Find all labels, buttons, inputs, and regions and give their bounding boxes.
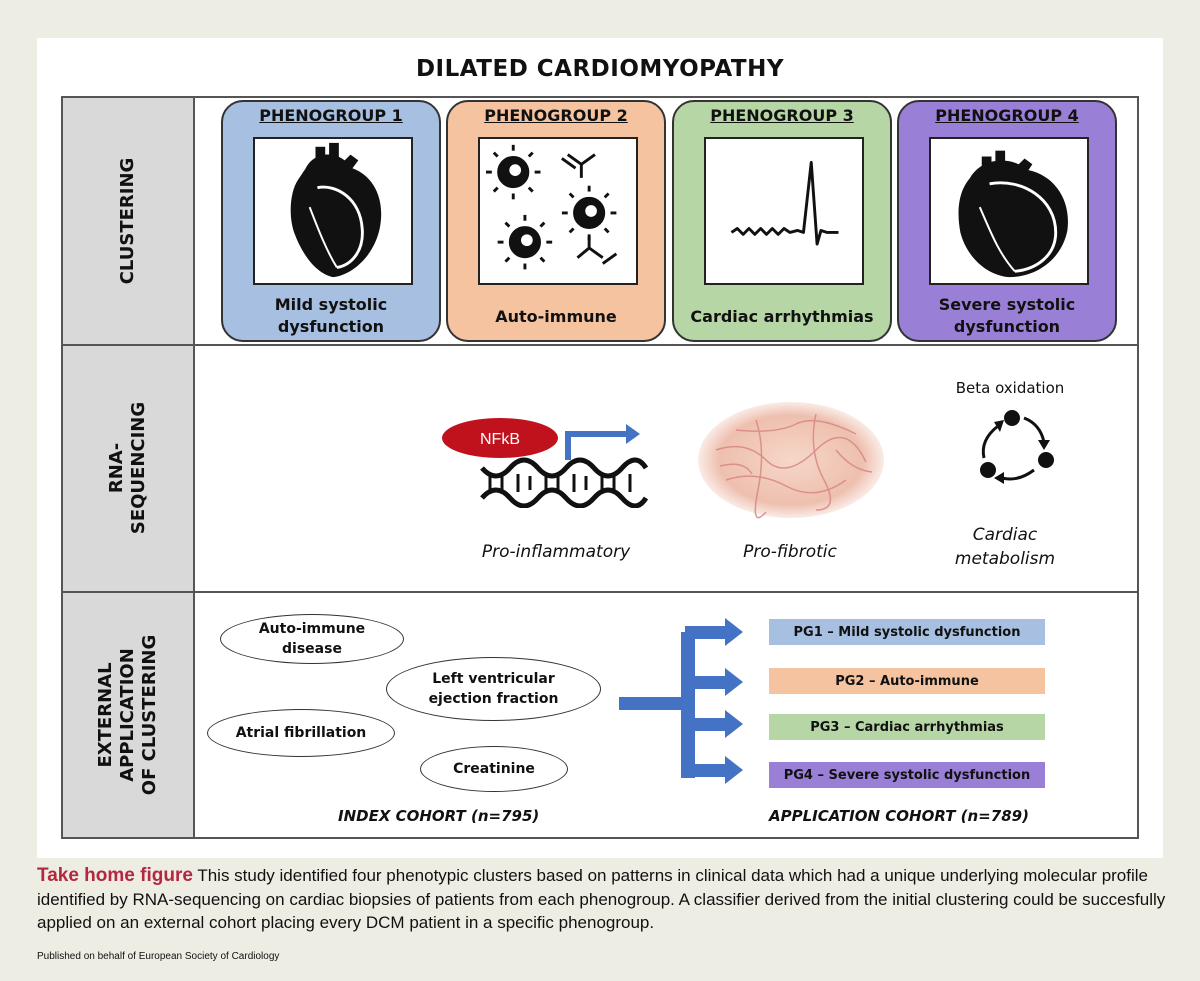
row-label-external: EXTERNAL APPLICATION OF CLUSTERING [95, 635, 161, 795]
beta-oxidation-label: Beta oxidation [955, 379, 1065, 397]
caption-lead: Take home figure [37, 865, 193, 886]
phenogroup-label-line: Severe systolic [938, 295, 1076, 314]
row-label-line: CLUSTERING [117, 157, 138, 285]
fibrosis-tissue-image [698, 402, 884, 519]
heart-icon [253, 137, 413, 285]
pg2-result-box: PG2 – Auto-immune [769, 668, 1045, 694]
row-divider [61, 344, 1139, 346]
phenogroup-label-line: Cardiac arrhythmias [690, 307, 874, 326]
pg1-result-box: PG1 – Mild systolic dysfunction [769, 619, 1045, 645]
variable-ellipse: Left ventricular ejection fraction [386, 657, 601, 721]
row-divider [61, 591, 1139, 593]
figure-title: DILATED CARDIOMYOPATHY [415, 56, 785, 82]
phenogroup-label-line: Mild systolic [274, 295, 388, 314]
pg3-result-box: PG3 – Cardiac arrhythmias [769, 714, 1045, 740]
ecg-icon [704, 137, 864, 285]
phenogroup-1-card: PHENOGROUP 1 Mild systolic dysfunction [221, 100, 441, 342]
cardiac-metabolism-line: metabolism [954, 549, 1056, 569]
phenogroup-3-card: PHENOGROUP 3 Cardiac arrhythmias [672, 100, 892, 342]
index-cohort-label: INDEX COHORT (n=795) [338, 807, 540, 825]
transcription-arrowhead [626, 424, 640, 444]
pro-fibrotic-label: Pro-fibrotic [743, 542, 837, 562]
phenogroup-title: PHENOGROUP 3 [710, 106, 854, 125]
sidebar-divider [193, 98, 195, 837]
phenogroup-4-card: PHENOGROUP 4 Severe systolic dysfunction [897, 100, 1117, 342]
publisher-footer: Published on behalf of European Society … [37, 951, 280, 962]
phenogroup-label-line: dysfunction [277, 317, 385, 336]
nfkb-ellipse [442, 418, 558, 458]
row-label-line: SEQUENCING [128, 401, 149, 535]
sidebar-rna [63, 346, 193, 591]
variable-ellipse: Auto-immune disease [220, 614, 404, 664]
row-label-rna: RNA- SEQUENCING [106, 402, 150, 534]
variable-ellipse: Atrial fibrillation [207, 709, 395, 757]
dilated-heart-icon [929, 137, 1089, 285]
variable-ellipse: Creatinine [420, 746, 568, 792]
phenogroup-label: Cardiac arrhythmias [678, 306, 886, 328]
phenogroup-label: Severe systolic dysfunction [903, 294, 1111, 338]
caption-text: This study identified four phenotypic cl… [37, 866, 1166, 932]
pro-inflammatory-label: Pro-inflammatory [481, 542, 631, 562]
dna-transcription-icon: NFkB [442, 418, 649, 508]
row-label-line: EXTERNAL [95, 662, 116, 768]
figure-caption: Take home figure This study identified f… [37, 864, 1167, 935]
phenogroup-label-line: dysfunction [953, 317, 1061, 336]
row-label-line: RNA- [106, 442, 127, 494]
cardiac-metabolism-label: Cardiac metabolism [940, 523, 1070, 571]
phenogroup-label: Mild systolic dysfunction [227, 294, 435, 338]
pg4-result-box: PG4 – Severe systolic dysfunction [769, 762, 1045, 788]
phenogroup-label-line: Auto-immune [495, 307, 617, 326]
dna-helix [480, 457, 649, 508]
classifier-branch-arrow [619, 618, 743, 784]
cardiac-metabolism-line: Cardiac [972, 525, 1038, 545]
phenogroup-title: PHENOGROUP 1 [259, 106, 403, 125]
phenogroup-title: PHENOGROUP 2 [484, 106, 628, 125]
sidebar-clustering [63, 98, 193, 344]
figure-grid [61, 96, 1139, 839]
application-cohort-label: APPLICATION COHORT (n=789) [769, 807, 1029, 825]
row-label-line: APPLICATION [117, 648, 138, 782]
transcription-arrow [565, 431, 628, 460]
row-label-line: OF CLUSTERING [139, 634, 160, 796]
antibody-icon [478, 137, 638, 285]
row-label-clustering: CLUSTERING [117, 158, 139, 285]
metabolic-cycle-icon [980, 410, 1054, 484]
sidebar-external [63, 593, 193, 837]
nfkb-label: NFkB [480, 431, 520, 448]
phenogroup-label: Auto-immune [452, 306, 660, 328]
phenogroup-2-card: PHENOGROUP 2 [446, 100, 666, 342]
phenogroup-title: PHENOGROUP 4 [935, 106, 1079, 125]
